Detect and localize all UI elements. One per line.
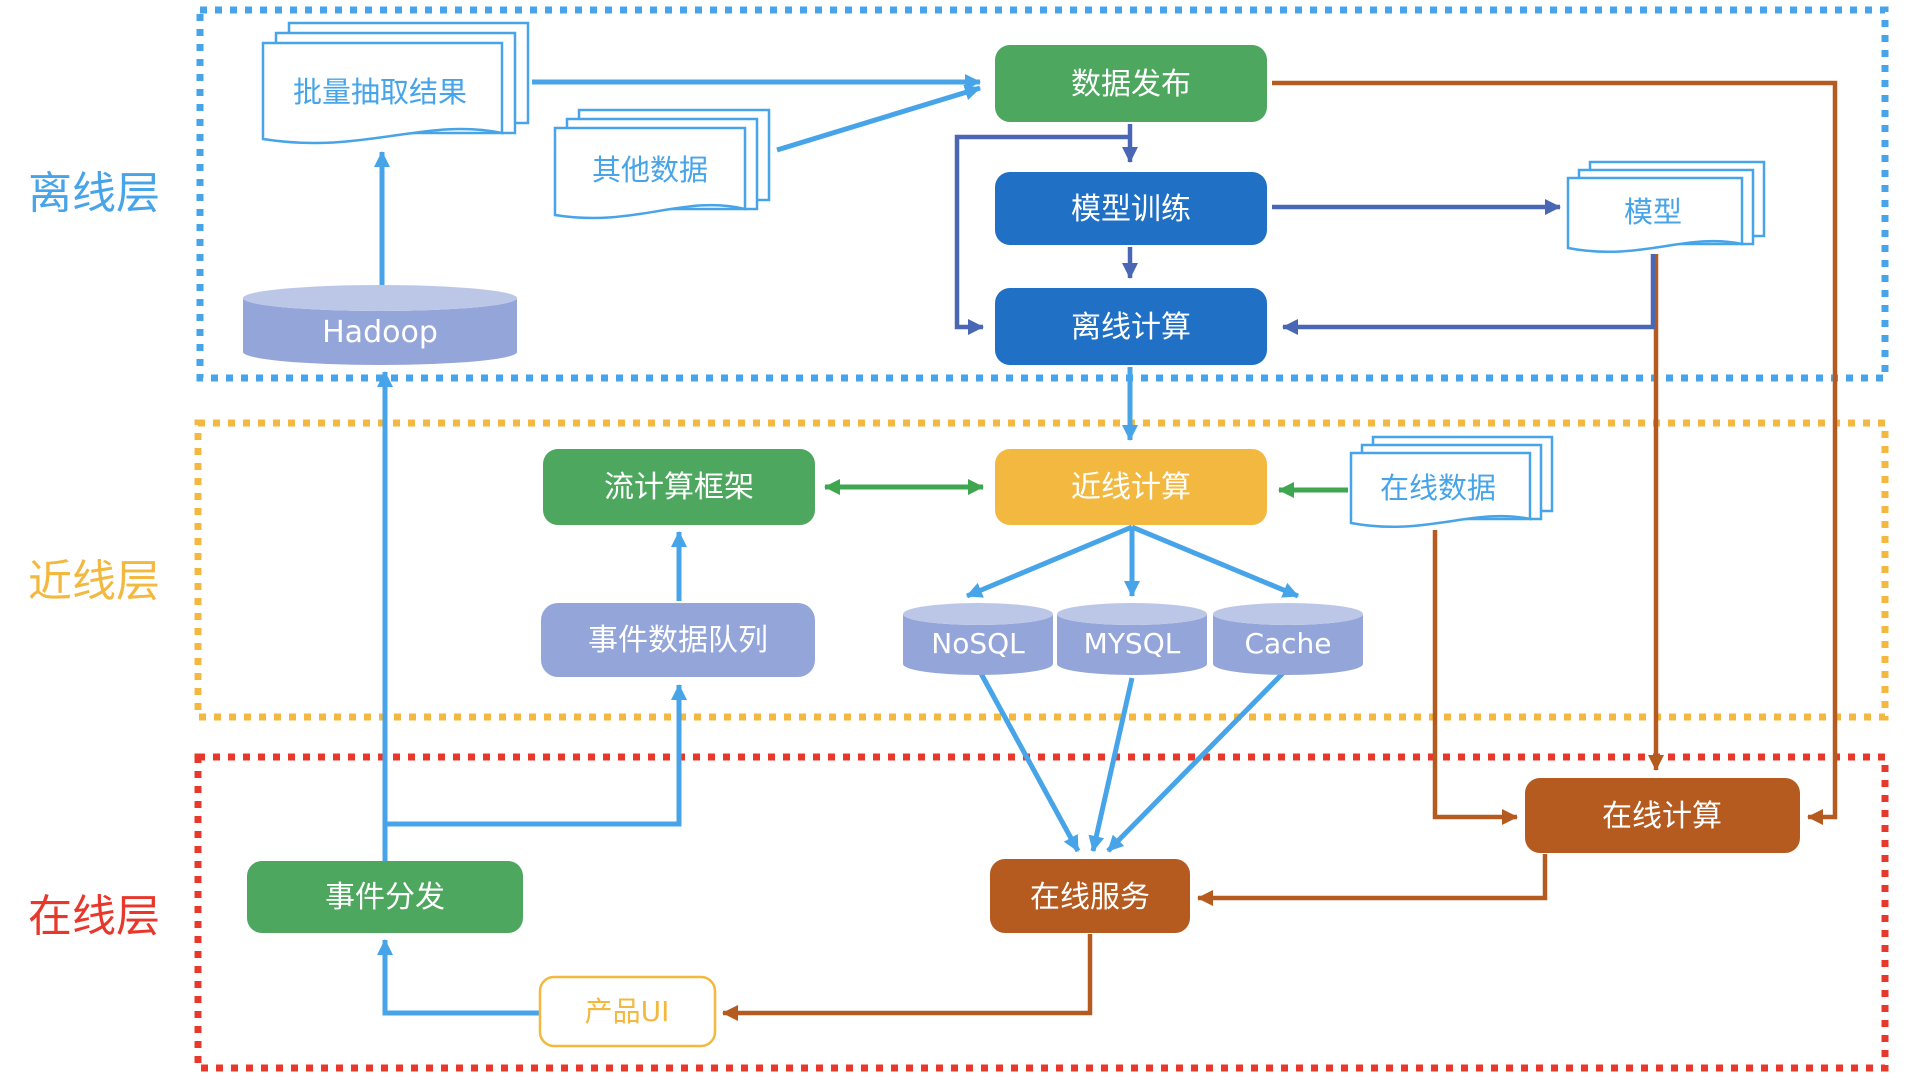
hadoop-cylinder-body xyxy=(243,298,517,365)
offline-layer-border xyxy=(196,6,1889,382)
edge-online-compute-to-online-service xyxy=(1197,854,1548,906)
offline-compute-label: 离线计算 xyxy=(1071,310,1191,345)
online-service-box xyxy=(990,859,1190,933)
event-queue-node: 事件数据队列 xyxy=(541,603,815,677)
offline-compute-box xyxy=(995,288,1267,365)
data-publish-node: 数据发布 xyxy=(995,45,1267,122)
model-training-node: 模型训练 xyxy=(995,172,1267,245)
data-publish-box xyxy=(995,45,1267,122)
online-layer-label: 在线层 xyxy=(28,891,160,942)
edge-mysql-to-online-service xyxy=(1088,677,1135,852)
nosql-cylinder-top xyxy=(903,603,1053,625)
other-data-label: 其他数据 xyxy=(592,153,708,187)
edge-data-publish-to-offline-compute xyxy=(954,134,1130,335)
nearline-compute-box xyxy=(995,449,1267,525)
edge-data-publish-to-online-compute xyxy=(1272,80,1838,825)
model-document-stack: 模型 xyxy=(1566,160,1766,254)
cache-cylinder: Cache xyxy=(1213,603,1363,675)
cache-cylinder-body xyxy=(1213,614,1363,675)
batch-result-doc xyxy=(261,41,504,145)
nosql-label: NoSQL xyxy=(931,627,1025,660)
edge-nearline-compute-to-nosql xyxy=(966,524,1133,599)
mysql-cylinder-top xyxy=(1057,603,1207,625)
batch-result-document-stack: 批量抽取结果 xyxy=(261,21,530,145)
online-compute-node: 在线计算 xyxy=(1525,778,1800,853)
cache-label: Cache xyxy=(1244,627,1331,660)
edge-nearline-compute-to-cache xyxy=(1131,524,1299,599)
other-data-doc xyxy=(553,126,747,220)
edge-cache-to-online-service xyxy=(1106,666,1290,853)
stream-framework-node: 流计算框架 xyxy=(543,449,815,525)
model-training-label: 模型训练 xyxy=(1071,192,1191,227)
product-ui-box xyxy=(538,975,717,1048)
batch-result-label: 批量抽取结果 xyxy=(293,75,467,109)
mysql-label: MYSQL xyxy=(1084,627,1181,660)
product-ui-node: 产品UI xyxy=(538,975,717,1048)
model-doc xyxy=(1566,176,1744,254)
edge-product-ui-to-event-dispatch xyxy=(377,939,540,1016)
online-data-doc xyxy=(1349,451,1532,529)
other-data-document-stack: 其他数据 xyxy=(553,108,771,220)
online-service-node: 在线服务 xyxy=(990,859,1190,933)
hadoop-cylinder: Hadoop xyxy=(243,285,517,365)
nosql-cylinder: NoSQL xyxy=(903,603,1053,675)
nearline-layer-label: 近线层 xyxy=(28,556,160,607)
nearline-layer-border xyxy=(194,419,1889,721)
edge-model-to-offline-compute xyxy=(1282,254,1656,335)
online-compute-box xyxy=(1525,778,1800,853)
product-ui-label: 产品UI xyxy=(585,995,670,1028)
stream-framework-label: 流计算框架 xyxy=(604,470,754,505)
offline-layer-label: 离线层 xyxy=(28,168,160,219)
event-dispatch-label: 事件分发 xyxy=(325,880,445,915)
edge-nosql-to-online-service xyxy=(975,666,1081,853)
edge-event-dispatch-to-event-queue xyxy=(385,684,687,827)
event-queue-label: 事件数据队列 xyxy=(588,623,768,658)
online-data-label: 在线数据 xyxy=(1380,471,1496,505)
nearline-compute-node: 近线计算 xyxy=(995,449,1267,525)
cache-cylinder-top xyxy=(1213,603,1363,625)
event-queue-box xyxy=(541,603,815,677)
online-compute-label: 在线计算 xyxy=(1602,799,1722,834)
hadoop-label: Hadoop xyxy=(322,315,438,350)
stream-framework-box xyxy=(543,449,815,525)
event-dispatch-box xyxy=(247,861,523,933)
nearline-compute-label: 近线计算 xyxy=(1071,470,1191,505)
edge-online-data-to-online-compute xyxy=(1432,530,1518,825)
model-label: 模型 xyxy=(1624,195,1682,229)
mysql-cylinder: MYSQL xyxy=(1057,603,1207,675)
offline-compute-node: 离线计算 xyxy=(995,288,1267,365)
nosql-cylinder-body xyxy=(903,614,1053,675)
online-data-document-stack: 在线数据 xyxy=(1349,435,1554,529)
online-layer-border xyxy=(194,753,1889,1072)
edge-online-service-to-product-ui xyxy=(722,934,1093,1021)
online-service-label: 在线服务 xyxy=(1030,880,1150,915)
event-dispatch-node: 事件分发 xyxy=(247,861,523,933)
model-training-box xyxy=(995,172,1267,245)
hadoop-cylinder-top xyxy=(243,285,517,311)
edge-other-data-to-data-publish xyxy=(776,84,981,153)
mysql-cylinder-body xyxy=(1057,614,1207,675)
data-publish-label: 数据发布 xyxy=(1071,67,1191,102)
